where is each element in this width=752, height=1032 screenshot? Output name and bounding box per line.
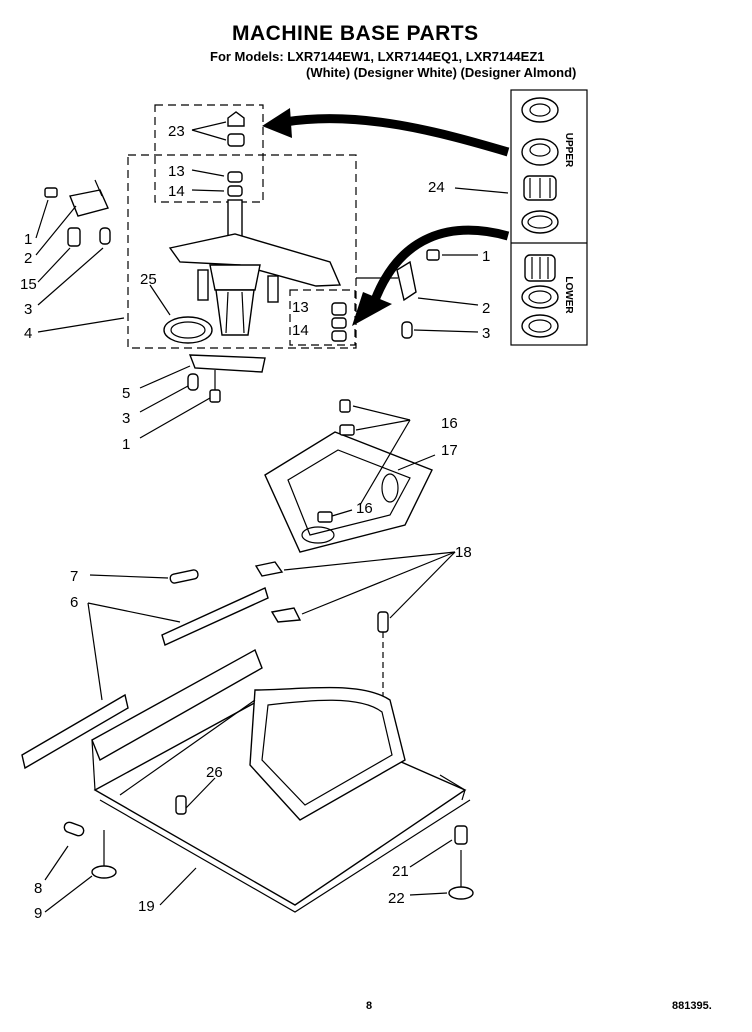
callout-6: 6 bbox=[70, 594, 78, 611]
callout-13: 13 bbox=[168, 163, 185, 180]
callout-21: 21 bbox=[392, 863, 409, 880]
callout-1-lower: 1 bbox=[122, 436, 130, 453]
page-number: 8 bbox=[366, 1000, 373, 1012]
callout-22: 22 bbox=[388, 890, 405, 907]
agitator-assembly-box bbox=[127, 154, 357, 349]
callout-numbers: 23 13 14 24 1 2 15 3 4 25 1 2 13 14 3 5 … bbox=[20, 123, 490, 922]
model-colors: (White) (Designer White) (Designer Almon… bbox=[306, 65, 577, 80]
callout-3-lower: 3 bbox=[122, 410, 130, 427]
lower-kit-arrow bbox=[352, 225, 510, 326]
callout-4: 4 bbox=[24, 325, 32, 342]
callout-13-lower: 13 bbox=[292, 299, 309, 316]
callout-8: 8 bbox=[34, 880, 42, 897]
callout-9: 9 bbox=[34, 905, 42, 922]
left-hinge-parts bbox=[44, 179, 111, 247]
leader-lines bbox=[35, 121, 509, 913]
base-rails bbox=[21, 569, 269, 770]
lower-bearings bbox=[331, 302, 347, 342]
upper-kit-label: UPPER bbox=[563, 133, 574, 168]
document-number: 881395. bbox=[672, 1000, 712, 1012]
right-hinge-parts bbox=[356, 249, 440, 339]
bearing-kit-panel bbox=[510, 89, 588, 346]
callout-3-right: 3 bbox=[482, 325, 490, 342]
callout-5: 5 bbox=[122, 385, 130, 402]
callout-24: 24 bbox=[428, 179, 445, 196]
callout-1: 1 bbox=[24, 231, 32, 248]
callout-3: 3 bbox=[24, 301, 32, 318]
base-clips bbox=[254, 561, 389, 700]
callout-2-right: 2 bbox=[482, 300, 490, 317]
callout-2: 2 bbox=[24, 250, 32, 267]
machine-base-frame bbox=[91, 649, 471, 913]
upper-kit-arrow bbox=[262, 108, 510, 157]
bearing-stack bbox=[227, 111, 245, 197]
callout-16: 16 bbox=[441, 415, 458, 432]
callout-17: 17 bbox=[441, 442, 458, 459]
page-title: MACHINE BASE PARTS bbox=[232, 22, 479, 45]
lower-hub-parts bbox=[187, 354, 266, 403]
callout-15: 15 bbox=[20, 276, 37, 293]
callout-1-right: 1 bbox=[482, 248, 490, 265]
bearing-group-box bbox=[154, 104, 264, 203]
callout-18: 18 bbox=[455, 544, 472, 561]
lower-kit-label: LOWER bbox=[563, 276, 574, 314]
tub-support-frame bbox=[264, 399, 433, 553]
drive-hub-assembly bbox=[163, 199, 342, 344]
callout-26: 26 bbox=[206, 764, 223, 781]
model-numbers: For Models: LXR7144EW1, LXR7144EQ1, LXR7… bbox=[210, 49, 545, 64]
callout-14: 14 bbox=[168, 183, 185, 200]
callout-23: 23 bbox=[168, 123, 185, 140]
callout-19: 19 bbox=[138, 898, 155, 915]
callout-14-lower: 14 bbox=[292, 322, 309, 339]
leveling-feet bbox=[63, 821, 474, 900]
callout-25: 25 bbox=[140, 271, 157, 288]
callout-16-inner: 16 bbox=[356, 500, 373, 517]
callout-7: 7 bbox=[70, 568, 78, 585]
